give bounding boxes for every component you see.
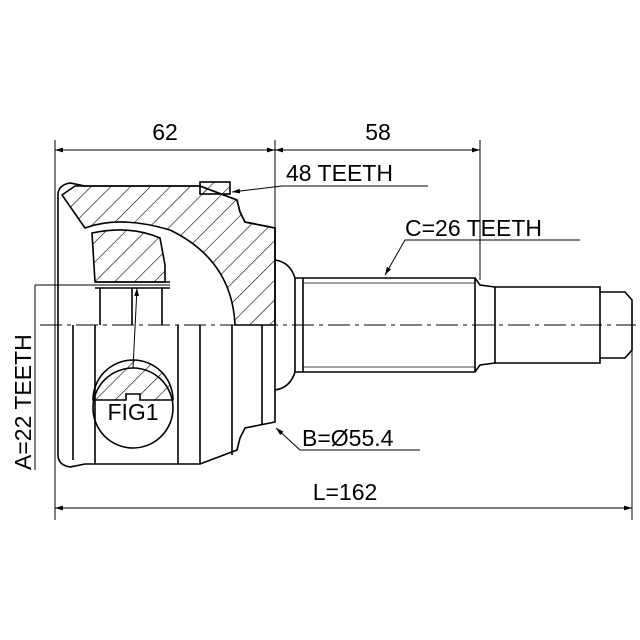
leader-48-teeth: [231, 185, 428, 194]
leader-26-teeth: [384, 239, 580, 276]
dim-162-label: L=162: [313, 479, 378, 505]
callout-22-teeth: A=22 TEETH: [10, 334, 36, 470]
dim-62-label: 62: [152, 119, 178, 145]
callout-48-teeth: 48 TEETH: [286, 160, 393, 186]
dim-58-label: 58: [365, 119, 391, 145]
abs-ring: [199, 181, 231, 195]
leader-b: [275, 427, 420, 451]
housing-outline: [57, 182, 276, 468]
inner-race-section: [91, 229, 166, 283]
callout-b-diameter: B=Ø55.4: [302, 425, 394, 451]
fig1-label: FIG1: [107, 399, 158, 425]
callout-26-teeth: C=26 TEETH: [405, 215, 542, 241]
housing-section-upper: [60, 185, 276, 326]
stem-outline: [274, 259, 633, 391]
